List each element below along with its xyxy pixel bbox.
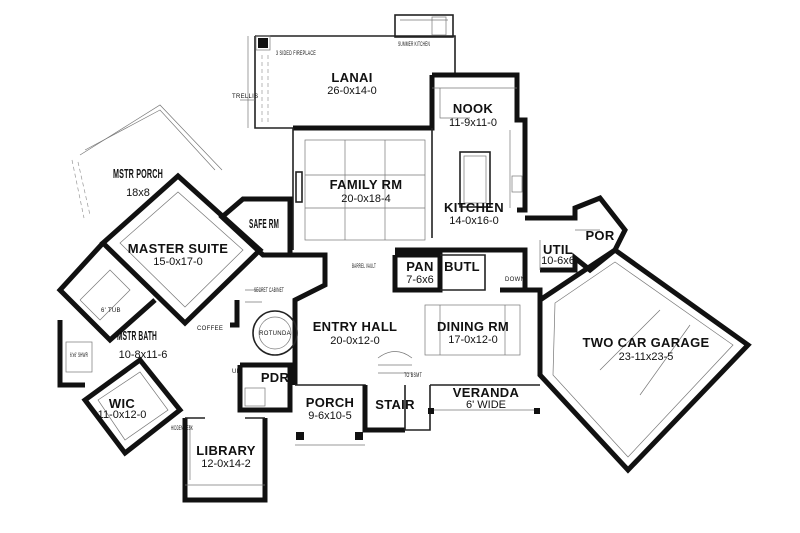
note-tub: 6' TUB: [101, 308, 121, 314]
room-name-dining-rm: DINING RM: [437, 319, 509, 334]
room-name-kitchen: KITCHEN: [444, 200, 504, 215]
room-name-safe-rm: SAFE RM: [249, 216, 279, 231]
room-name-library: LIBRARY: [196, 443, 255, 458]
family-room-walls: [292, 125, 433, 250]
room-dim-pan: 7-6x6: [406, 274, 434, 286]
note-coffee: COFFEE: [197, 326, 223, 332]
note-hidden-desk: HIDDEN DESK: [171, 426, 193, 432]
nook-kitchen-walls: [395, 72, 528, 213]
room-name-family-rm: FAMILY RM: [330, 177, 403, 192]
note-down: DOWN: [505, 277, 525, 283]
room-dim-lanai: 26-0x14-0: [327, 85, 377, 97]
util-por-walls: [525, 194, 628, 274]
note-summer-kitchen: SUMMER KITCHEN: [398, 42, 430, 48]
note-shwr: 6'x6' SHWR: [70, 353, 88, 359]
room-dim-kitchen: 14-0x16-0: [449, 215, 499, 227]
room-name-util: UTIL: [543, 242, 573, 257]
note-barrel-vault: BARREL VAULT: [352, 264, 376, 270]
room-dim-two-car-garage: 23-11x23-5: [619, 351, 674, 363]
mstr-porch-walls: [71, 104, 223, 219]
room-dim-master-suite: 15-0x17-0: [153, 256, 203, 268]
room-dim-mstr-bath: 10-8x11-6: [119, 349, 168, 361]
note-to-bsmt: TO BSMT: [404, 373, 422, 379]
front-walls: [295, 351, 540, 446]
room-name-veranda: VERANDA: [453, 385, 520, 400]
room-name-mstr-bath: MSTR BATH: [117, 328, 157, 343]
room-dim-mstr-porch: 18x8: [126, 187, 150, 199]
wic-walls: [81, 356, 184, 457]
room-dim-wic: 11-0x12-0: [98, 409, 147, 421]
pan-butl-walls: [392, 247, 486, 293]
room-dim-library: 12-0x14-2: [201, 458, 251, 470]
room-name-nook: NOOK: [453, 101, 494, 116]
note-rotunda: ROTUNDA: [259, 331, 291, 337]
room-dim-porch: 9-6x10-5: [308, 410, 351, 422]
room-dim-veranda: 6' WIDE: [466, 399, 506, 411]
room-dim-util: 10-6x6: [541, 255, 575, 267]
room-dim-nook: 11-9x11-0: [449, 117, 497, 129]
note-fireplace: 3 SIDED FIREPLACE: [276, 51, 316, 57]
note-trellis: TRELLIS: [232, 94, 258, 100]
room-name-wic: WIC: [109, 396, 135, 411]
plan-notes: SUMMER KITCHEN 3 SIDED FIREPLACE TRELLIS…: [70, 42, 525, 432]
mstr-bath-walls: [56, 241, 157, 388]
room-name-two-car-garage: TWO CAR GARAGE: [583, 335, 710, 350]
room-name-pdr: PDR: [261, 370, 290, 385]
room-name-butl: BUTL: [444, 259, 480, 274]
room-name-mstr-porch: MSTR PORCH: [113, 166, 163, 181]
room-dim-family-rm: 20-0x18-4: [341, 193, 391, 205]
room-dim-dining-rm: 17-0x12-0: [448, 334, 498, 346]
entry-walls: [230, 252, 328, 413]
library-walls: [182, 417, 268, 503]
room-name-por: POR: [585, 228, 614, 243]
note-secret-cabinet: SECRET CABINET: [254, 288, 284, 294]
note-up: UP: [232, 369, 241, 375]
room-name-porch: PORCH: [306, 395, 354, 410]
room-name-lanai: LANAI: [331, 70, 372, 85]
room-labels: LANAI 26-0x14-0 NOOK 11-9x11-0 MSTR PORC…: [98, 70, 710, 470]
room-name-stair: STAIR: [375, 397, 415, 412]
room-dim-entry-hall: 20-0x12-0: [330, 335, 380, 347]
room-name-pan: PAN: [406, 259, 433, 274]
garage-walls: [537, 246, 752, 474]
master-suite-walls: [99, 172, 264, 327]
room-name-entry-hall: ENTRY HALL: [313, 319, 398, 334]
room-name-master-suite: MASTER SUITE: [128, 241, 228, 256]
